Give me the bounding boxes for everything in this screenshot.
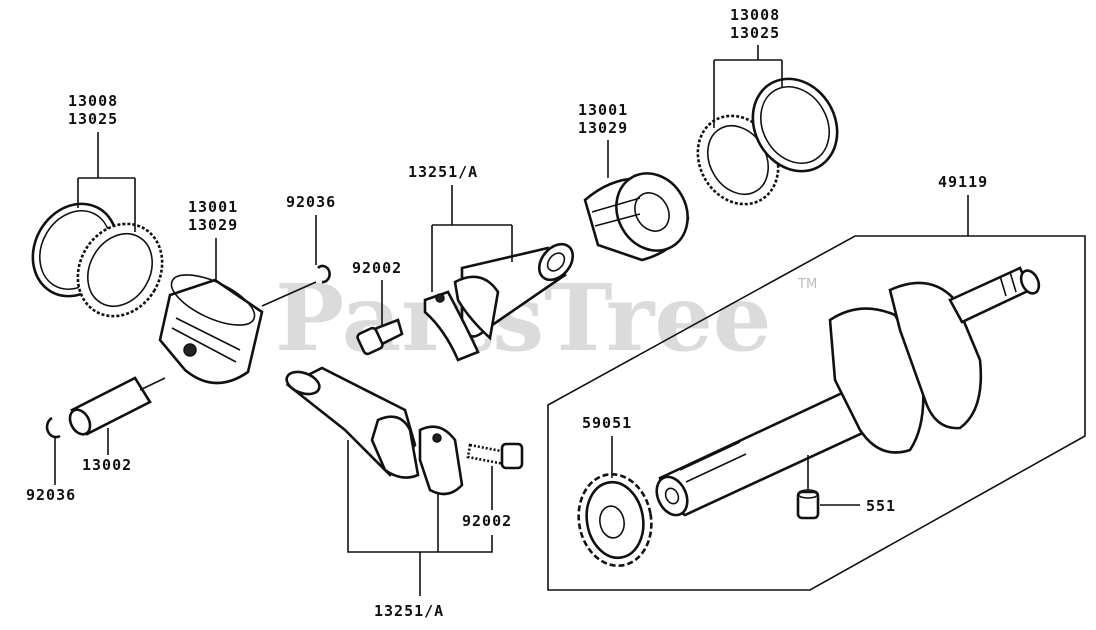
callout-circlip-upper: 92036 [261,193,336,307]
label-92002-upper: 92002 [352,259,402,277]
label-13002: 13002 [82,456,132,474]
circlip-upper[interactable] [317,264,331,284]
crankshaft-assembly-box [547,235,1086,591]
label-59051: 59051 [582,414,632,432]
label-13029-left: 13029 [188,216,238,234]
piston-left[interactable] [158,265,264,385]
piston-right[interactable] [583,160,701,263]
wrist-pin[interactable] [66,376,166,438]
label-13025-left: 13025 [68,110,118,128]
rod-bolt-lower[interactable] [466,442,524,470]
rod-bolt-upper[interactable] [356,318,404,356]
label-92036-lower: 92036 [26,486,76,504]
crankshaft-gear[interactable] [572,468,659,571]
callout-crankshaft: 49119 [938,173,988,236]
callout-bolt-upper: 92002 [352,259,402,325]
label-551: 551 [866,497,896,515]
label-92002-lower: 92002 [462,512,512,530]
label-13251a-upper: 13251/A [408,163,478,181]
label-13029-right: 13029 [578,119,628,137]
callout-rod-lower: 13251/A [347,440,493,620]
label-13001-left: 13001 [188,198,238,216]
connecting-rod-upper[interactable] [423,238,580,362]
callout-ring-set-left: 13008 13025 [68,92,136,232]
label-13008-left: 13008 [68,92,118,110]
dowel-pin[interactable] [796,489,820,520]
label-49119: 49119 [938,173,988,191]
callout-piston-right: 13001 13029 [578,101,628,178]
crankshaft[interactable] [651,266,1042,520]
callout-circlip-lower: 92036 [26,438,76,504]
callout-crank-gear: 59051 [582,414,632,478]
callout-rod-upper: 13251/A [408,163,513,292]
label-13025-right: 13025 [730,24,780,42]
label-13251a-lower: 13251/A [374,602,444,620]
callout-piston-left: 13001 13029 [188,198,238,282]
circlip-lower[interactable] [45,416,61,439]
callout-bolt-lower: 92002 [462,466,512,530]
callout-wrist-pin: 13002 [82,428,132,474]
callout-dowel-pin: 551 [807,455,896,515]
label-13008-right: 13008 [730,6,780,24]
piston-ring-set-right[interactable] [682,63,854,218]
label-92036-upper: 92036 [286,193,336,211]
connecting-rod-lower[interactable] [284,366,464,496]
callout-ring-set-right: 13008 13025 [713,6,783,128]
watermark-trademark: TM [797,277,817,292]
label-13001-right: 13001 [578,101,628,119]
piston-ring-set-left[interactable] [16,188,178,331]
